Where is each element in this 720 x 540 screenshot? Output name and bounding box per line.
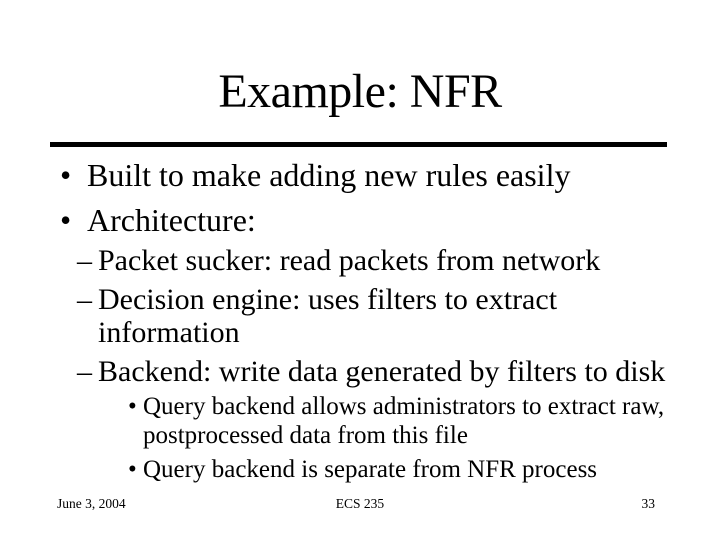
- footer-date: June 3, 2004: [57, 496, 126, 511]
- bullet-text: Decision engine: uses filters to extract…: [98, 283, 558, 349]
- bullet-item: – Packet sucker: read packets from netwo…: [77, 244, 697, 277]
- bullet-marker: •: [128, 393, 137, 420]
- bullet-item: – Backend: write data generated by filte…: [77, 355, 697, 388]
- dash-marker: –: [77, 355, 92, 388]
- bullet-text: Query backend allows administrators to e…: [143, 393, 665, 449]
- bullet-text: Backend: write data generated by filters…: [98, 355, 666, 388]
- bullet-marker: •: [60, 202, 72, 238]
- bullet-item: – Decision engine: uses filters to extra…: [77, 283, 697, 349]
- bullet-list-level-3: • Query backend allows administrators to…: [128, 392, 703, 489]
- bullet-list-level-1: • Built to make adding new rules easily …: [50, 153, 710, 243]
- bullet-text: Query backend is separate from NFR proce…: [143, 456, 598, 483]
- bullet-text: Built to make adding new rules easily: [87, 157, 571, 193]
- footer-page-number: 33: [641, 496, 656, 511]
- dash-marker: –: [77, 283, 92, 316]
- bullet-item: • Built to make adding new rules easily: [50, 153, 710, 198]
- bullet-marker: •: [60, 157, 72, 193]
- dash-marker: –: [77, 244, 92, 277]
- bullet-list-level-2: – Packet sucker: read packets from netwo…: [77, 244, 697, 394]
- bullet-item: • Architecture:: [50, 198, 710, 243]
- footer-course-label: ECS 235: [335, 496, 385, 511]
- slide-title: Example: NFR: [218, 65, 502, 118]
- bullet-text: Packet sucker: read packets from network: [98, 244, 601, 277]
- bullet-text: Architecture:: [87, 202, 256, 238]
- title-divider: [50, 142, 667, 147]
- slide-footer: June 3, 2004 ECS 235 33: [0, 496, 720, 512]
- bullet-marker: •: [128, 456, 137, 483]
- bullet-item: • Query backend is separate from NFR pro…: [128, 455, 703, 484]
- bullet-item: • Query backend allows administrators to…: [128, 392, 703, 450]
